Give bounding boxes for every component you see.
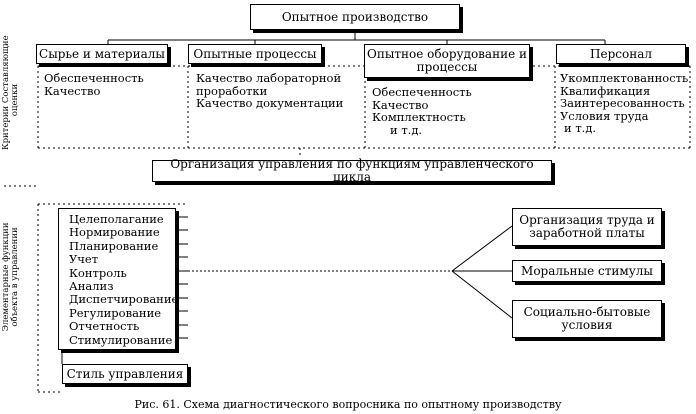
right-box-moral-incentives: Моральные стимулы	[512, 260, 662, 282]
criteria-list-processes: Качество лабораторной проработки Качеств…	[196, 72, 343, 110]
figure-caption: Рис. 61. Схема диагностического вопросни…	[134, 398, 562, 411]
function-item: Регулирование	[69, 305, 162, 320]
criterion-item: Качество лабораторной	[196, 71, 342, 85]
left-label-line: оценки	[10, 83, 20, 117]
criterion-item: Комплектность	[372, 110, 466, 124]
criteria-list-raw-materials: Обеспеченность Качество	[44, 72, 144, 97]
category-box-equipment: Опытное оборудование и процессы	[364, 44, 530, 78]
category-box-processes: Опытные процессы	[188, 44, 322, 64]
top-box-opytnoe-proizvodstvo: Опытное производство	[250, 4, 460, 30]
function-item: Анализ	[69, 279, 114, 294]
criterion-item: Укомплектованность	[560, 71, 689, 85]
right-box-labor-organization: Организация труда и заработной платы	[512, 208, 662, 246]
criterion-item: Квалификация	[560, 83, 651, 98]
criteria-list-personnel: Укомплектованность Квалификация Заинтере…	[560, 72, 688, 135]
function-item: Учет	[69, 252, 99, 267]
function-item: Нормирование	[69, 225, 160, 240]
function-item: Контроль	[69, 265, 127, 280]
management-style-box: Стиль управления	[62, 364, 188, 384]
left-label-line: объекта в управлении	[10, 227, 20, 327]
criterion-item: и т.д.	[564, 121, 597, 135]
criterion-item: Обеспеченность	[372, 85, 472, 99]
criterion-item: Качество	[44, 83, 101, 98]
criterion-item: Качество документации	[196, 96, 344, 110]
criterion-item: Качество	[372, 97, 429, 112]
category-box-personnel: Персонал	[556, 44, 686, 64]
criterion-item: Обеспеченность	[44, 71, 144, 85]
left-label-criteria: Критерии Составляющие оценки	[1, 35, 20, 150]
functions-box: Целеполагание Нормирование Планирование …	[58, 208, 179, 350]
criterion-item: Условия труда	[560, 108, 649, 123]
criteria-list-equipment: Обеспеченность Качество Комплектность и …	[372, 86, 472, 136]
function-item: Диспетчирование	[69, 292, 179, 307]
criterion-item: проработки	[196, 83, 268, 98]
function-item: Отчетность	[69, 319, 140, 334]
left-label-functions: Элементарные функции объекта в управлени…	[1, 192, 20, 362]
org-management-box: Организация управления по функциям управ…	[152, 158, 552, 184]
function-item: Планирование	[69, 238, 159, 253]
criterion-item: Заинтересованность	[560, 96, 685, 110]
function-item: Целеполагание	[69, 212, 164, 226]
category-box-raw-materials: Сырье и материалы	[36, 44, 168, 64]
right-box-social-conditions: Социально-бытовые условия	[512, 300, 662, 338]
criterion-item: и т.д.	[390, 122, 423, 137]
function-item: Стимулирование	[69, 332, 173, 347]
